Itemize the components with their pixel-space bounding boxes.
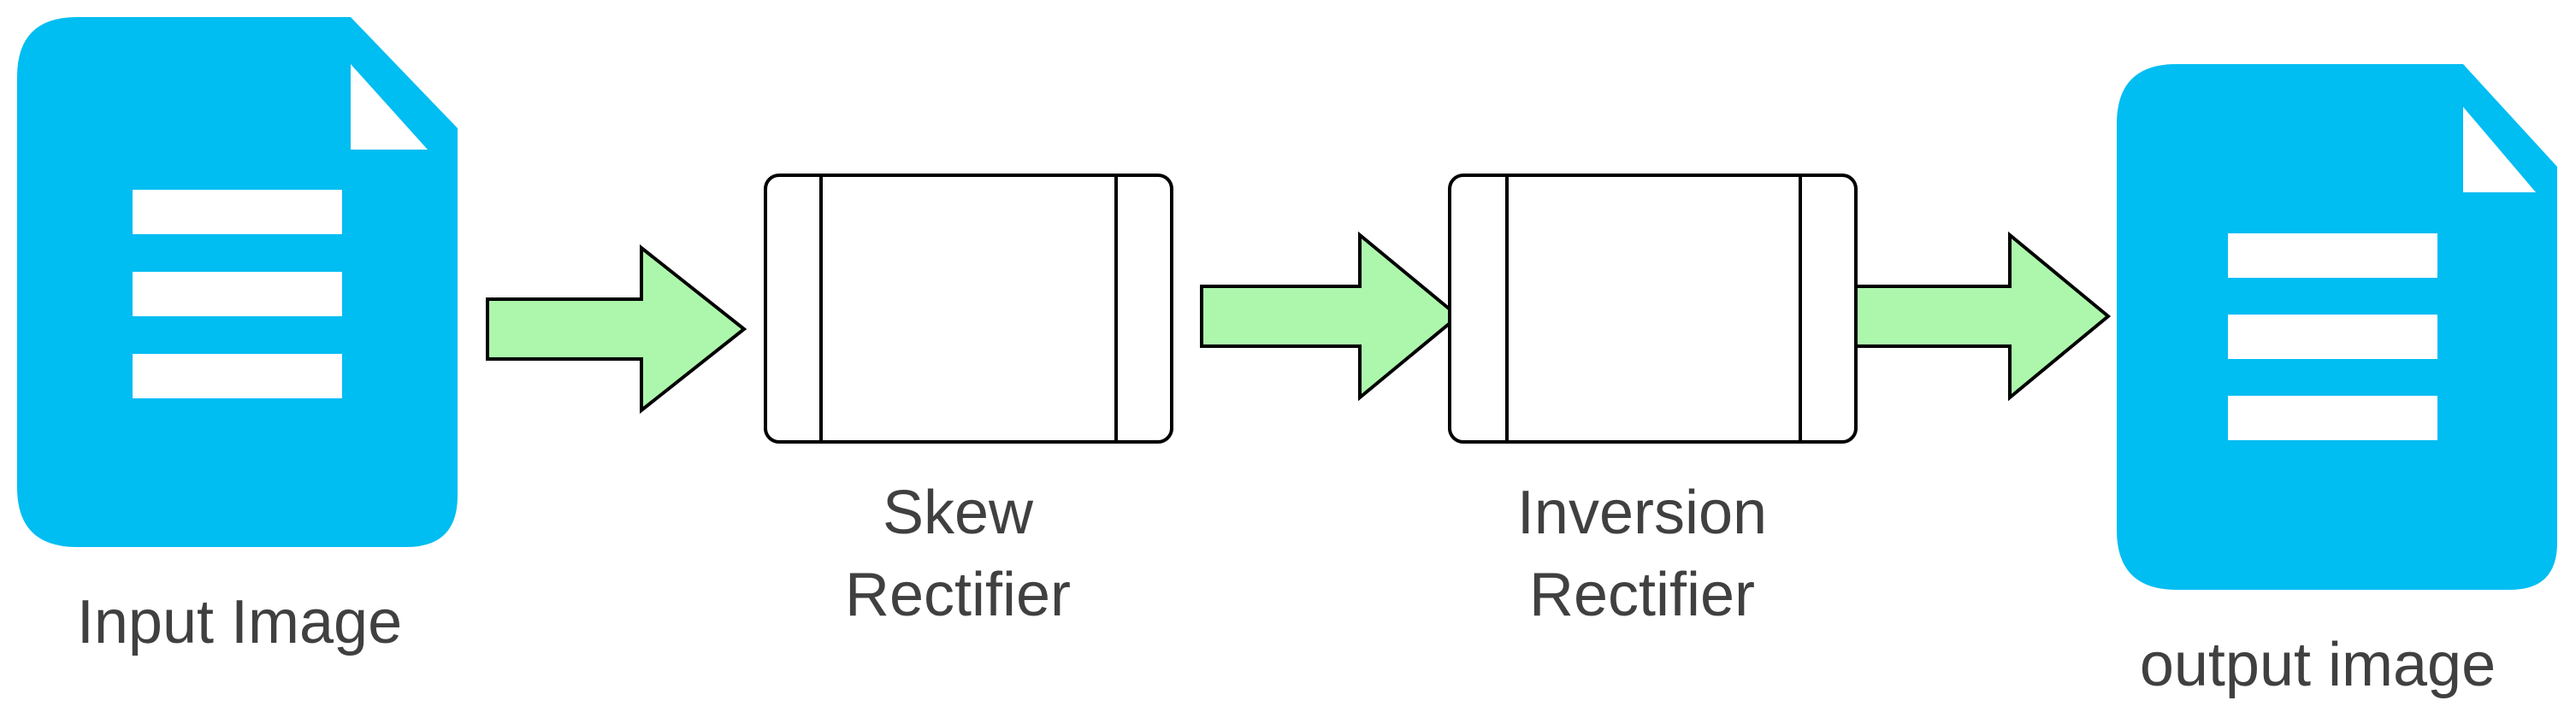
- skew-rectifier-label-line2: Rectifier: [844, 561, 1072, 629]
- skew-rectifier-label: Skew Rectifier: [753, 472, 1163, 636]
- arrow-inversion-to-output: [1854, 231, 2112, 402]
- input-image-document-icon: [17, 17, 458, 547]
- output-image-label: output image: [2139, 631, 2496, 699]
- skew-rectifier-label-line1: Skew: [882, 479, 1034, 547]
- output-image-document-icon: [2117, 64, 2557, 590]
- inversion-rectifier-label-line1: Inversion: [1516, 479, 1768, 547]
- input-image-label: Input Image: [76, 588, 403, 656]
- inversion-rectifier-box: [1448, 174, 1858, 444]
- arrow-skew-to-inversion: [1200, 231, 1462, 402]
- inversion-rectifier-label: Inversion Rectifier: [1437, 472, 1847, 636]
- skew-rectifier-box: [764, 174, 1173, 444]
- inversion-rectifier-label-line2: Rectifier: [1528, 561, 1756, 629]
- arrow-input-to-skew: [486, 244, 747, 415]
